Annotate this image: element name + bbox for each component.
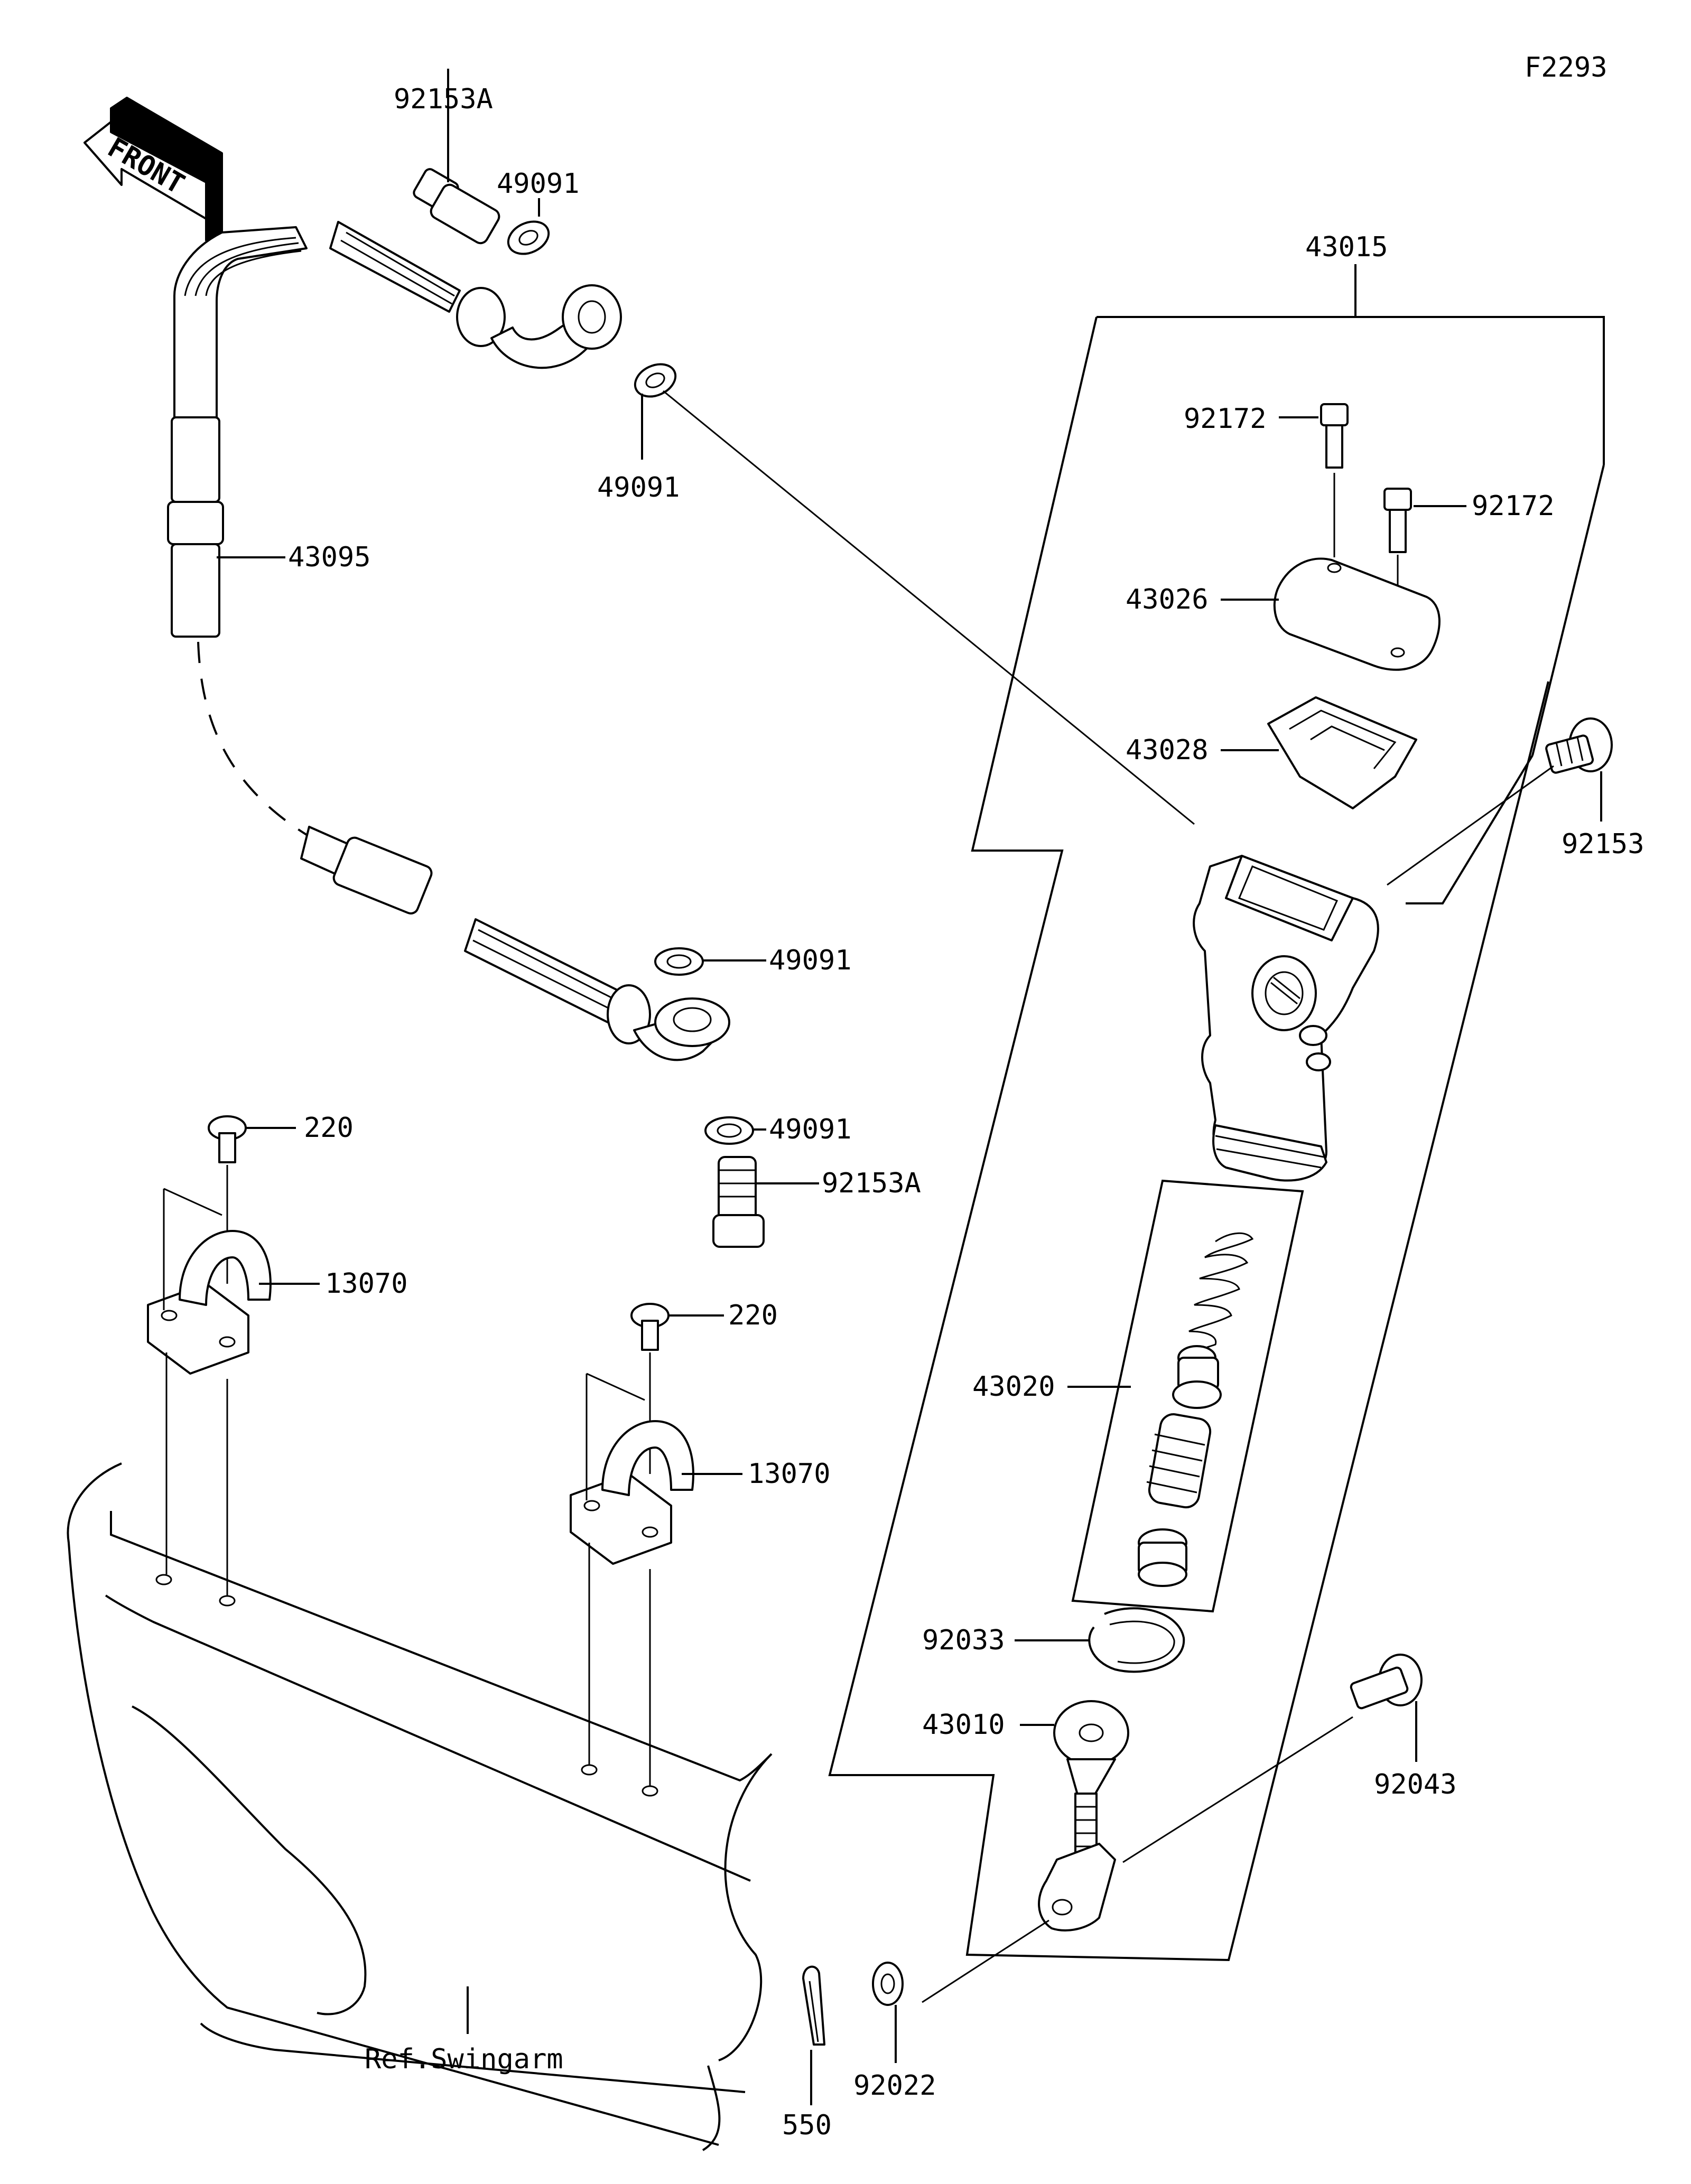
- cotter-pin: 550: [782, 1965, 832, 2141]
- clevis-pin: 92043: [1350, 1654, 1457, 1800]
- label-220-b: 220: [728, 1300, 778, 1331]
- label-13070-b: 13070: [748, 1458, 831, 1490]
- label-13070-a: 13070: [325, 1268, 408, 1300]
- label-43020: 43020: [972, 1371, 1055, 1403]
- label-43015: 43015: [1305, 231, 1388, 263]
- piston-kit: 43020: [972, 1179, 1304, 1613]
- push-rod: 43010: [922, 1700, 1353, 2003]
- reservoir-cap: 43026: [1126, 557, 1441, 671]
- label-49091-b: 49091: [769, 1114, 852, 1145]
- label-92153A-bottom: 92153A: [822, 1168, 921, 1199]
- label-92033: 92033: [922, 1625, 1005, 1656]
- master-cylinder-assembly-bracket: 43015: [828, 231, 1605, 1962]
- clamp-a: 220 13070: [147, 1112, 408, 1595]
- figure-code: F2293: [1525, 52, 1608, 83]
- mounting-bolt: 92153: [1387, 717, 1644, 886]
- cap-screw-a: 92172: [1184, 403, 1349, 557]
- label-43095: 43095: [288, 542, 371, 573]
- label-92153: 92153: [1562, 828, 1644, 860]
- label-92022: 92022: [853, 2070, 936, 2102]
- master-cylinder-body: [1193, 855, 1379, 1182]
- swingarm-outline: Ref.Swingarm: [67, 1462, 773, 2151]
- label-92172-b: 92172: [1472, 490, 1555, 522]
- label-49091-mid: 49091: [597, 472, 680, 503]
- label-92172-a: 92172: [1184, 403, 1267, 435]
- label-43026: 43026: [1126, 584, 1209, 615]
- label-43010: 43010: [922, 1709, 1005, 1741]
- front-arrow-icon: FRONT: [83, 97, 223, 241]
- label-49091-a: 49091: [769, 945, 852, 976]
- label-92153A-top: 92153A: [394, 83, 493, 115]
- clamp-b: 220 13070: [570, 1300, 831, 1786]
- circlip: 92033: [922, 1607, 1185, 1673]
- plain-washer: 92022: [853, 1962, 936, 2102]
- banjo-bolt-bottom: 92153A: [712, 1156, 921, 1248]
- banjo-bolt-top: 92153A: [394, 69, 500, 245]
- label-43028: 43028: [1126, 734, 1209, 766]
- reference-swingarm-label: Ref.Swingarm: [365, 2043, 563, 2075]
- label-220-a: 220: [304, 1112, 354, 1144]
- diaphragm: 43028: [1126, 696, 1417, 809]
- label-49091-top: 49091: [497, 168, 580, 200]
- cap-screw-b: 92172: [1383, 488, 1555, 634]
- label-550: 550: [782, 2110, 832, 2141]
- brake-hose: [167, 221, 730, 1061]
- label-92043: 92043: [1374, 1769, 1457, 1800]
